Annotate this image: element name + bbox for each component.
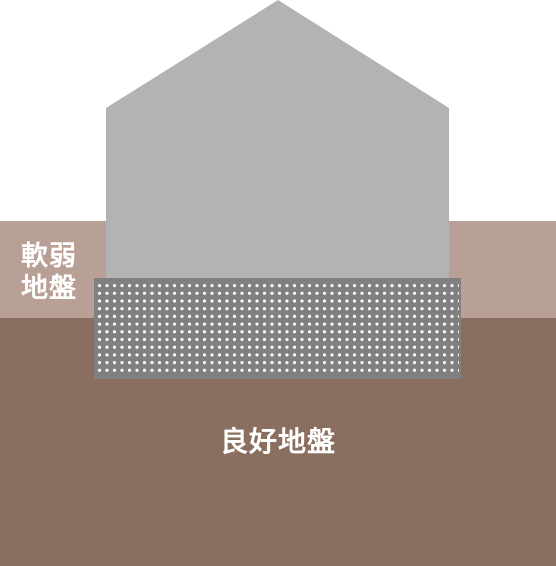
house-icon xyxy=(106,0,449,284)
soft-ground-label-line-1: 軟弱 xyxy=(21,241,77,272)
soft-ground-label-line-2: 地盤 xyxy=(21,272,77,304)
good-ground-label: 良好地盤 xyxy=(219,425,336,458)
improved-ground-dots xyxy=(96,282,459,376)
soft-ground-label: 軟弱 地盤 xyxy=(18,241,80,305)
